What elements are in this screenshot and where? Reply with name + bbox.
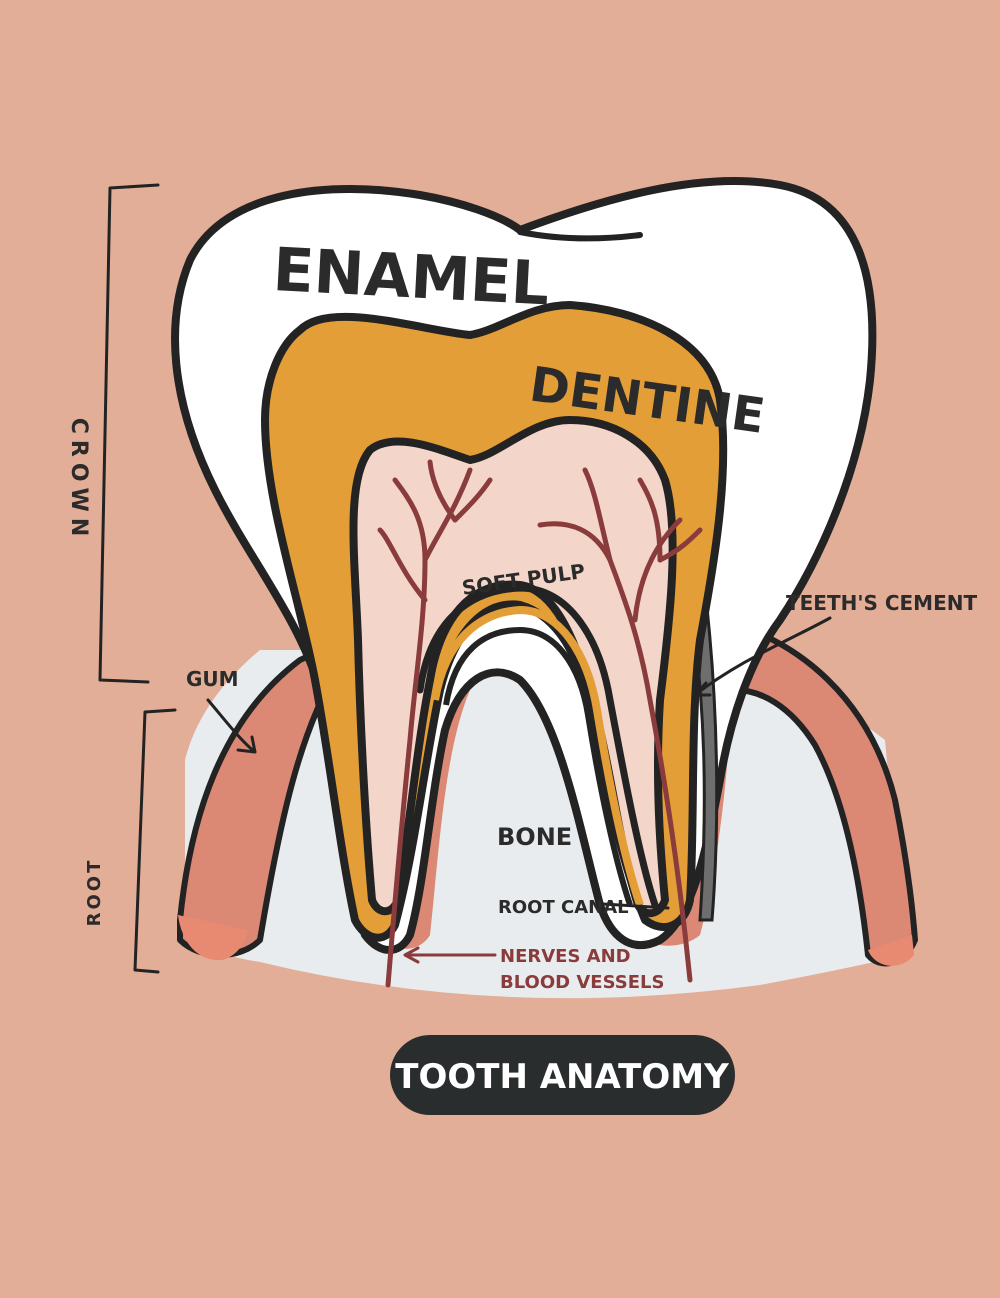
title-text: TOOTH ANATOMY [395, 1057, 729, 1097]
root-canal-left [416, 584, 659, 909]
label-root: ROOT [84, 858, 105, 927]
label-enamel: ENAMEL [271, 235, 551, 319]
label-root-canal: ROOT CANAL [498, 897, 629, 918]
nerves-arrow [403, 946, 497, 964]
label-nerves-line1: NERVES AND [500, 946, 631, 967]
cement-arrow [693, 616, 832, 697]
label-nerves-line2: BLOOD VESSELS [500, 972, 664, 993]
gum-left-tip [178, 915, 248, 961]
root-canal-arrow [601, 902, 670, 910]
root-canal-gum-line [443, 626, 633, 906]
label-teeths-cement: TEETH'S CEMENT [786, 591, 977, 615]
label-gum: GUM [186, 667, 239, 691]
gum-right-tip [868, 935, 914, 966]
root-bracket [133, 708, 177, 974]
crown-bracket [98, 183, 160, 684]
title-pill [390, 1035, 735, 1115]
label-bone: BONE [497, 823, 572, 851]
gum-arrow [206, 698, 257, 754]
label-crown: CROWN [66, 418, 91, 542]
root-canal-inner [431, 605, 644, 907]
enamel-notch [517, 229, 643, 242]
nerves-blood-vessels [377, 459, 703, 988]
